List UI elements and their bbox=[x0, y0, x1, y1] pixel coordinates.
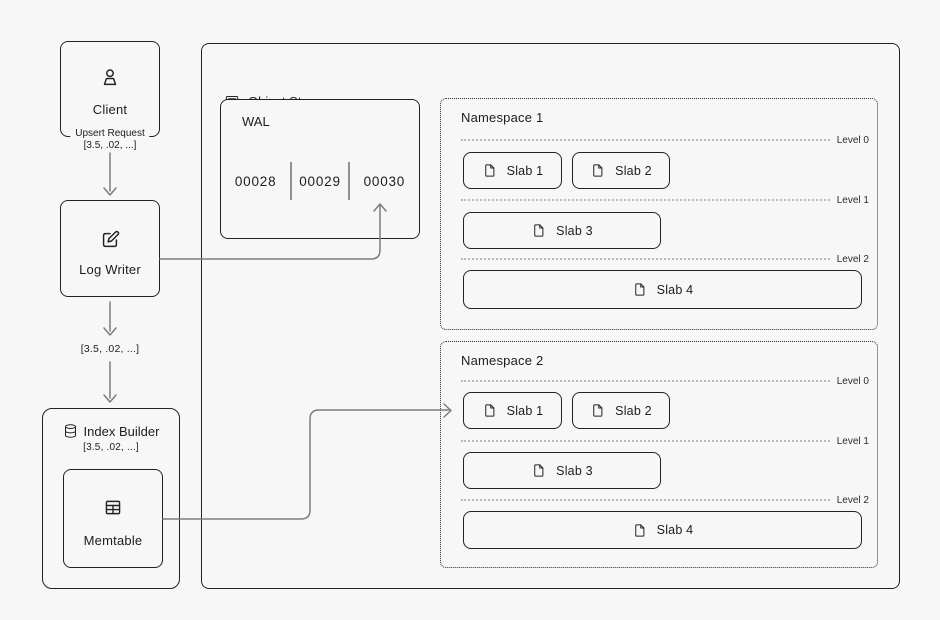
wal-divider bbox=[348, 162, 350, 200]
slab-label: Slab 2 bbox=[615, 403, 652, 418]
slab-label: Slab 3 bbox=[556, 223, 593, 238]
level-row: Level 1 bbox=[461, 434, 869, 448]
document-icon bbox=[531, 222, 546, 239]
slab-box: Slab 2 bbox=[572, 152, 670, 189]
wal-box: WAL 00028 00029 00030 bbox=[220, 99, 420, 239]
level-label: Level 1 bbox=[836, 435, 869, 447]
client-caption: Upsert Request [3.5, .02, ...] bbox=[70, 127, 150, 153]
slab-label: Slab 4 bbox=[656, 523, 694, 537]
level-divider-line bbox=[461, 499, 830, 501]
slab-label: Slab 1 bbox=[506, 403, 544, 418]
level-row: Level 1 bbox=[461, 193, 869, 207]
level-row: Level 0 bbox=[461, 374, 869, 388]
payload-label: [3.5, .02, ...] bbox=[80, 343, 140, 355]
namespace-2-title: Namespace 2 bbox=[461, 353, 544, 368]
level-row: Level 2 bbox=[461, 493, 869, 507]
slab-box: Slab 2 bbox=[572, 392, 670, 429]
table-icon bbox=[103, 497, 124, 518]
level-label: Level 0 bbox=[836, 134, 869, 146]
document-icon bbox=[632, 281, 647, 298]
document-icon bbox=[531, 462, 546, 479]
wal-divider bbox=[290, 162, 292, 200]
client-caption-request: Upsert Request bbox=[75, 128, 145, 139]
client-label: Client bbox=[92, 102, 128, 117]
document-icon bbox=[632, 522, 647, 539]
level-row: Level 0 bbox=[461, 133, 869, 147]
level-divider-line bbox=[461, 380, 830, 382]
edit-icon bbox=[99, 229, 121, 251]
document-icon bbox=[590, 402, 605, 419]
memtable-box: Memtable bbox=[63, 469, 163, 568]
slab-label: Slab 2 bbox=[615, 163, 652, 178]
index-builder-payload: [3.5, .02, ...] bbox=[83, 442, 139, 453]
slab-label: Slab 4 bbox=[656, 282, 694, 297]
slab-label: Slab 1 bbox=[506, 163, 544, 178]
wal-label: WAL bbox=[242, 114, 270, 129]
slab-box: Slab 4 bbox=[463, 511, 862, 549]
level-label: Level 2 bbox=[836, 494, 869, 506]
index-builder-header: Index Builder bbox=[43, 423, 179, 439]
level-divider-line bbox=[461, 199, 830, 201]
level-label: Level 2 bbox=[836, 253, 869, 265]
memtable-label: Memtable bbox=[83, 533, 143, 548]
document-icon bbox=[482, 402, 497, 419]
slab-box: Slab 3 bbox=[463, 452, 661, 489]
arrow-client-to-log-writer bbox=[103, 152, 117, 196]
namespace-1-title: Namespace 1 bbox=[461, 110, 544, 125]
slab-label: Slab 3 bbox=[556, 463, 593, 478]
document-icon bbox=[482, 162, 497, 179]
slab-box: Slab 1 bbox=[463, 392, 562, 429]
client-caption-vector: [3.5, .02, ...] bbox=[83, 140, 137, 151]
arrow-log-writer-to-payload bbox=[103, 301, 117, 336]
document-icon bbox=[590, 162, 605, 179]
level-divider-line bbox=[461, 139, 830, 141]
database-icon bbox=[63, 423, 78, 439]
log-writer-label: Log Writer bbox=[79, 262, 141, 277]
slab-box: Slab 3 bbox=[463, 212, 661, 249]
level-divider-line bbox=[461, 258, 830, 260]
wal-segment: 00029 bbox=[299, 173, 341, 189]
namespace-1-box: Namespace 1 Level 0 Slab 1 Slab 2 Level … bbox=[440, 98, 878, 330]
index-builder-box: Index Builder [3.5, .02, ...] Memtable bbox=[42, 408, 180, 589]
log-writer-box: Log Writer bbox=[60, 200, 160, 297]
level-divider-line bbox=[461, 440, 830, 442]
index-builder-label: Index Builder bbox=[83, 423, 160, 439]
wal-segment: 00030 bbox=[363, 173, 406, 189]
arrow-payload-to-index-builder bbox=[103, 361, 117, 403]
person-icon bbox=[99, 67, 121, 89]
namespace-2-box: Namespace 2 Level 0 Slab 1 Slab 2 Level … bbox=[440, 341, 878, 568]
wal-segment: 00028 bbox=[234, 173, 277, 189]
slab-box: Slab 4 bbox=[463, 270, 862, 309]
level-row: Level 2 bbox=[461, 252, 869, 266]
client-box: Client Upsert Request [3.5, .02, ...] bbox=[60, 41, 160, 153]
slab-box: Slab 1 bbox=[463, 152, 562, 189]
wal-segments-row: 00028 00029 00030 bbox=[221, 162, 419, 200]
level-label: Level 1 bbox=[836, 194, 869, 206]
level-label: Level 0 bbox=[836, 375, 869, 387]
